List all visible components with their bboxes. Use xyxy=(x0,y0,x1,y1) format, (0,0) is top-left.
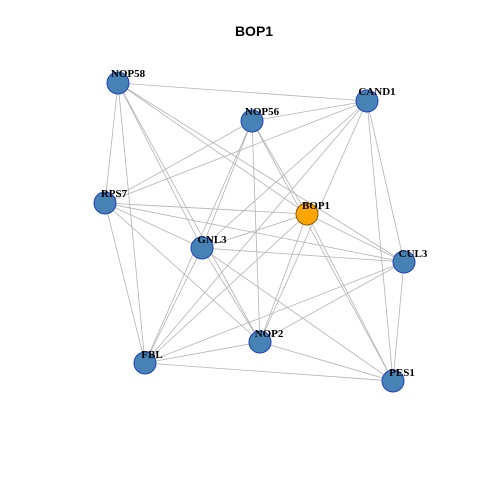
edge-gnl3-nop2 xyxy=(201,247,261,343)
edge-bop1-pes1 xyxy=(306,213,394,382)
edge-nop58-cul3 xyxy=(117,82,405,263)
node-cand1[interactable] xyxy=(355,89,379,113)
edge-nop58-gnl3 xyxy=(117,82,203,249)
node-rps7[interactable] xyxy=(93,191,117,215)
edge-cand1-fbl xyxy=(144,100,368,364)
node-label-nop2: NOP2 xyxy=(255,328,284,340)
edge-bop1-gnl3 xyxy=(201,213,308,249)
node-label-fbl: FBL xyxy=(141,349,162,361)
edge-fbl-pes1 xyxy=(144,362,394,382)
edge-cand1-pes1 xyxy=(366,100,394,382)
edge-cul3-fbl xyxy=(144,261,405,364)
edge-nop58-rps7 xyxy=(104,82,119,204)
node-label-gnl3: GNL3 xyxy=(197,234,227,246)
edge-bop1-cul3 xyxy=(306,213,405,263)
edge-nop58-nop2 xyxy=(117,82,261,343)
edge-nop2-fbl xyxy=(144,341,261,364)
edge-nop56-pes1 xyxy=(251,120,394,382)
node-label-cul3: CUL3 xyxy=(399,248,428,260)
node-label-rps7: RPS7 xyxy=(101,188,128,200)
node-label-pes1: PES1 xyxy=(389,367,415,379)
node-label-bop1: BOP1 xyxy=(302,200,330,212)
node-label-nop56: NOP56 xyxy=(245,106,280,118)
edge-bop1-fbl xyxy=(144,213,308,364)
node-pes1[interactable] xyxy=(381,369,405,393)
node-nop56[interactable] xyxy=(240,109,264,133)
node-label-nop58: NOP58 xyxy=(111,68,146,80)
edge-nop56-rps7 xyxy=(104,120,253,204)
edge-rps7-gnl3 xyxy=(104,202,203,249)
edge-cand1-gnl3 xyxy=(201,100,368,249)
edge-cand1-rps7 xyxy=(104,100,368,204)
edge-rps7-cul3 xyxy=(104,202,405,263)
node-nop2[interactable] xyxy=(248,330,272,354)
edge-cul3-pes1 xyxy=(392,261,405,382)
edge-rps7-bop1 xyxy=(104,202,308,215)
node-nop58[interactable] xyxy=(106,71,130,95)
edge-rps7-fbl xyxy=(104,202,146,364)
edge-nop58-cand1 xyxy=(117,82,368,102)
node-gnl3[interactable] xyxy=(190,236,214,260)
node-label-cand1: CAND1 xyxy=(358,86,395,98)
node-cul3[interactable] xyxy=(392,250,416,274)
edge-nop56-gnl3 xyxy=(201,120,253,249)
graph-title: BOP1 xyxy=(235,23,273,39)
edge-nop56-cand1 xyxy=(251,100,368,122)
edge-nop58-bop1 xyxy=(117,82,308,215)
edge-nop2-pes1 xyxy=(259,341,394,382)
edge-nop58-fbl xyxy=(117,82,146,364)
edge-cul3-nop2 xyxy=(259,261,405,343)
edge-cand1-cul3 xyxy=(366,100,405,263)
edge-gnl3-cul3 xyxy=(201,247,405,263)
edge-nop56-bop1 xyxy=(251,120,308,215)
edge-bop1-nop2 xyxy=(259,213,308,343)
edge-gnl3-pes1 xyxy=(201,247,394,382)
node-fbl[interactable] xyxy=(133,351,157,375)
node-bop1[interactable] xyxy=(295,202,319,226)
edge-gnl3-fbl xyxy=(144,247,203,364)
node-layer xyxy=(93,71,416,393)
edge-rps7-nop2 xyxy=(104,202,261,343)
